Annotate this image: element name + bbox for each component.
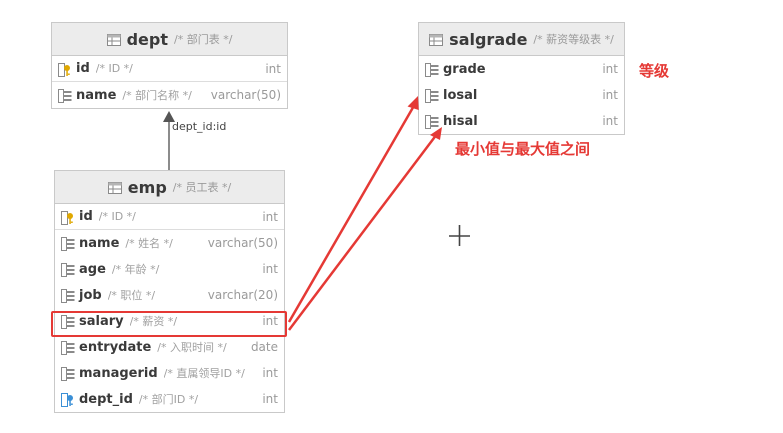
column-comment: /* 直属领导ID */: [163, 367, 245, 380]
column-row-age[interactable]: age /* 年龄 */ int: [55, 256, 284, 282]
column-type: varchar(20): [207, 288, 278, 302]
column-type: int: [602, 114, 618, 128]
column-icon: [61, 262, 75, 277]
column-icon: [61, 366, 75, 381]
column-type: int: [262, 209, 278, 224]
column-name: losal: [443, 87, 478, 103]
table-icon: [107, 180, 122, 194]
table-icon: [429, 32, 444, 46]
column-name: id: [79, 209, 93, 224]
column-comment: /* ID */: [95, 62, 133, 75]
column-row-name[interactable]: name /* 部门名称 */ varchar(50): [52, 82, 287, 108]
emp-table[interactable]: emp /* 员工表 */ id /* ID */ int name /* 姓名…: [54, 170, 285, 413]
column-type: int: [602, 62, 618, 76]
primary-key-icon: [58, 62, 72, 77]
column-name: age: [79, 261, 106, 277]
column-icon: [61, 314, 75, 329]
column-name: name: [79, 235, 120, 251]
column-icon: [61, 236, 75, 251]
column-icon: [425, 114, 439, 129]
table-name: salgrade: [449, 29, 528, 49]
column-icon: [425, 88, 439, 103]
column-comment: /* 入职时间 */: [157, 341, 227, 354]
dept-table-header[interactable]: dept /* 部门表 */: [52, 23, 287, 56]
arrow-to-hisal: [288, 133, 438, 331]
column-row-id[interactable]: id /* ID */ int: [55, 204, 284, 230]
column-comment: /* 部门ID */: [138, 393, 199, 406]
column-type: varchar(50): [207, 236, 278, 250]
relation-label: dept_id:id: [172, 120, 227, 133]
column-row-hisal[interactable]: hisal int: [419, 108, 624, 134]
column-type: int: [265, 61, 281, 76]
column-row-job[interactable]: job /* 职位 */ varchar(20): [55, 282, 284, 308]
column-icon: [58, 88, 72, 103]
column-icon: [61, 288, 75, 303]
column-name: grade: [443, 61, 486, 77]
salgrade-table-header[interactable]: salgrade /* 薪资等级表 */: [419, 23, 624, 56]
range-annotation: 最小值与最大值之间: [455, 140, 591, 158]
crosshair-cursor-icon: [449, 225, 470, 246]
column-name: name: [76, 87, 117, 103]
column-row-managerid[interactable]: managerid /* 直属领导ID */ int: [55, 360, 284, 386]
salgrade-table[interactable]: salgrade /* 薪资等级表 */ grade int losal int…: [418, 22, 625, 135]
column-name: dept_id: [79, 391, 133, 407]
column-type: int: [262, 314, 278, 328]
column-comment: /* 姓名 */: [125, 237, 173, 250]
grade-annotation: 等级: [639, 62, 670, 80]
arrow-head-hisal-icon: [430, 127, 442, 140]
column-comment: /* 年龄 */: [111, 263, 160, 276]
table-name: emp: [127, 177, 167, 197]
column-comment: /* 职位 */: [107, 289, 156, 302]
table-icon: [106, 32, 121, 46]
column-type: varchar(50): [210, 88, 281, 102]
emp-table-header[interactable]: emp /* 员工表 */: [55, 171, 284, 204]
column-type: date: [250, 340, 278, 354]
column-name: managerid: [79, 365, 158, 381]
table-comment: /* 薪资等级表 */: [533, 33, 614, 46]
column-type: int: [262, 366, 278, 380]
column-name: hisal: [443, 113, 478, 129]
dept-table[interactable]: dept /* 部门表 */ id /* ID */ int name /* 部…: [51, 22, 288, 109]
column-row-salary[interactable]: salary /* 薪资 */ int: [55, 308, 284, 334]
column-comment: /* 部门名称 */: [122, 89, 192, 102]
column-icon: [61, 340, 75, 355]
column-name: job: [79, 287, 102, 303]
column-name: entrydate: [79, 339, 152, 355]
column-type: int: [262, 262, 278, 276]
column-row-dept-id[interactable]: dept_id /* 部门ID */ int: [55, 386, 284, 412]
column-icon: [425, 62, 439, 77]
foreign-key-icon: [61, 392, 75, 407]
column-comment: /* 薪资 */: [129, 315, 178, 328]
column-name: salary: [79, 313, 124, 329]
arrow-to-losal: [287, 103, 417, 323]
table-comment: /* 员工表 */: [172, 181, 232, 194]
column-row-losal[interactable]: losal int: [419, 82, 624, 108]
column-row-id[interactable]: id /* ID */ int: [52, 56, 287, 82]
column-row-grade[interactable]: grade int: [419, 56, 624, 82]
column-type: int: [602, 88, 618, 102]
column-row-name[interactable]: name /* 姓名 */ varchar(50): [55, 230, 284, 256]
column-row-entrydate[interactable]: entrydate /* 入职时间 */ date: [55, 334, 284, 360]
salary-highlight-box: [51, 311, 287, 337]
table-name: dept: [126, 29, 168, 49]
primary-key-icon: [61, 210, 75, 225]
fk-arrowhead-icon: [163, 111, 175, 122]
column-type: int: [262, 392, 278, 406]
arrow-head-losal-icon: [407, 96, 419, 110]
column-name: id: [76, 61, 90, 76]
table-comment: /* 部门表 */: [174, 33, 233, 46]
column-comment: /* ID */: [98, 210, 136, 223]
